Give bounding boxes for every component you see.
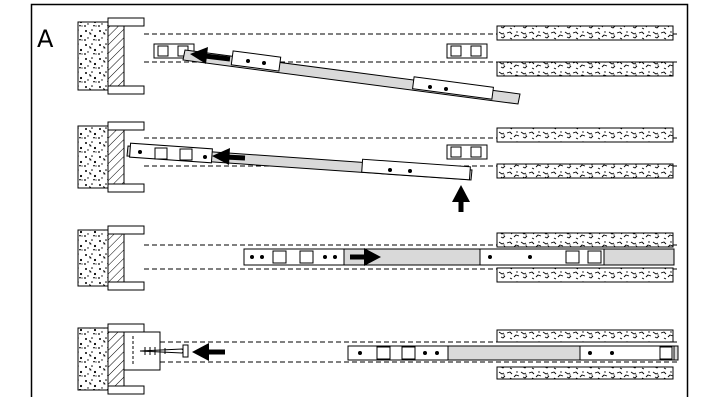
arrow-left-icon <box>192 343 225 361</box>
arrow-right-icon <box>350 248 381 266</box>
step-2-row <box>77 121 680 212</box>
figure-border <box>30 3 689 401</box>
step-3-row <box>77 225 680 291</box>
roller-right <box>446 43 488 59</box>
stone-wall-bottom <box>496 61 674 77</box>
stone-wall-top <box>496 25 674 41</box>
arrow-left-icon <box>190 47 231 64</box>
panel-label: A <box>37 25 54 53</box>
step-4-row <box>77 323 680 395</box>
roller-right <box>446 144 488 160</box>
arrow-left-icon <box>212 148 246 165</box>
arrow-up-icon <box>452 185 470 212</box>
step-1-row <box>77 17 680 105</box>
concrete-wall <box>77 21 109 91</box>
hatched-frame <box>107 21 125 91</box>
screw-icon <box>139 344 189 358</box>
